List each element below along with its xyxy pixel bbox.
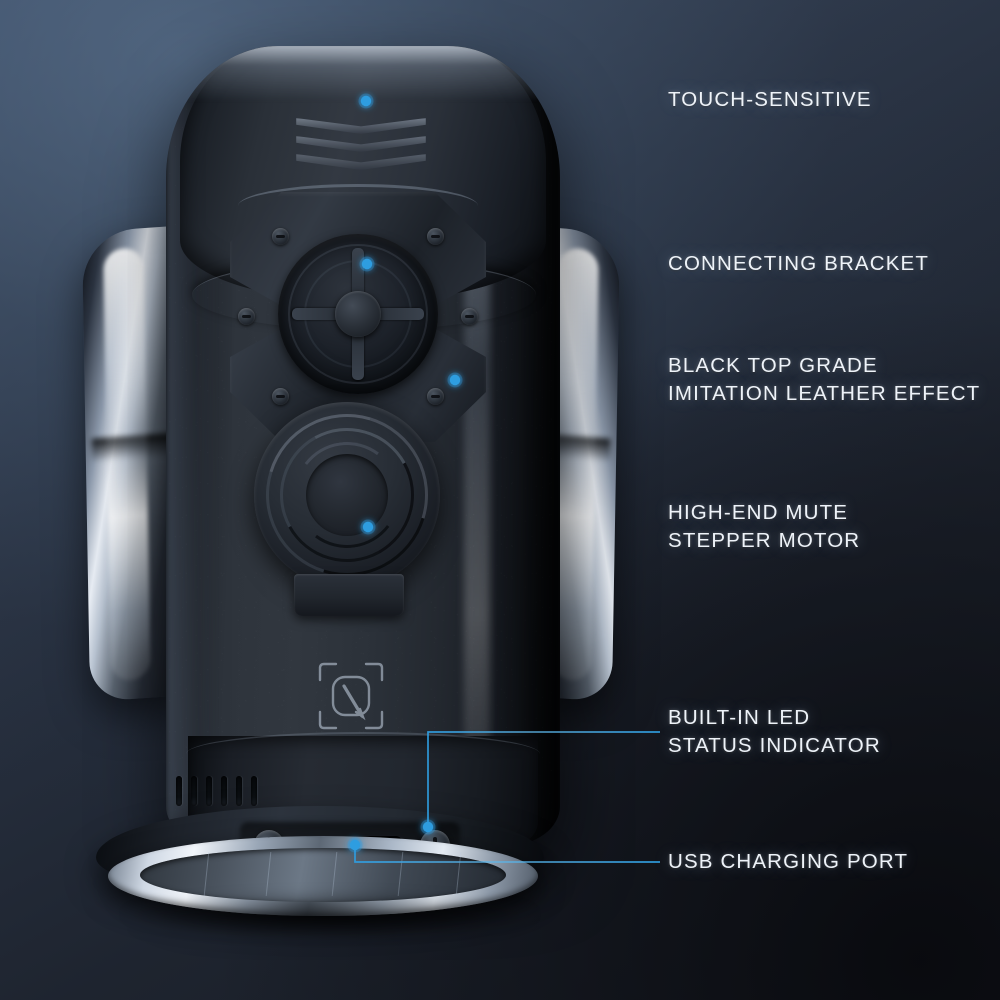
cooling-vents bbox=[176, 776, 280, 806]
nfc-logo-icon bbox=[318, 662, 384, 730]
bracket-screw-5 bbox=[238, 308, 255, 325]
device-illustration bbox=[0, 0, 700, 1000]
top-edge-highlight bbox=[188, 46, 538, 100]
fan-grille bbox=[278, 234, 438, 394]
callout-label-high-end-mute-stepper-motor: HIGH-END MUTE STEPPER MOTOR bbox=[668, 501, 861, 552]
bracket-screw-4 bbox=[427, 388, 444, 405]
callout-label-built-in-led-status-indicator: BUILT-IN LED STATUS INDICATOR bbox=[668, 706, 881, 757]
vent-slot bbox=[251, 776, 257, 806]
vent-slot bbox=[206, 776, 212, 806]
connecting-bracket-plate bbox=[230, 184, 486, 442]
bracket-top-arc bbox=[238, 184, 478, 228]
bracket-screw-6 bbox=[461, 308, 478, 325]
callout-label-usb-charging-port: USB CHARGING PORT bbox=[668, 850, 909, 873]
motor-lower-tab bbox=[294, 574, 404, 616]
vent-slot bbox=[236, 776, 242, 806]
fan-hub bbox=[335, 291, 381, 337]
bracket-screw-1 bbox=[272, 228, 289, 245]
device-body-shell bbox=[166, 46, 560, 846]
lower-band-seam bbox=[186, 732, 540, 776]
callout-label-black-top-grade-imitation-leather-effect: BLACK TOP GRADE IMITATION LEATHER EFFECT bbox=[668, 354, 981, 405]
base-contact-shadow bbox=[120, 892, 540, 936]
fan-ring-outer bbox=[288, 244, 428, 384]
callout-label-connecting-bracket: CONNECTING BRACKET bbox=[668, 252, 930, 275]
vent-slot bbox=[191, 776, 197, 806]
touch-sensor-chevrons bbox=[296, 118, 426, 180]
callout-label-touch-sensitive: TOUCH-SENSITIVE bbox=[668, 88, 872, 111]
bracket-screw-2 bbox=[427, 228, 444, 245]
stepper-motor-housing bbox=[237, 385, 457, 605]
vent-slot bbox=[221, 776, 227, 806]
bracket-screw-3 bbox=[272, 388, 289, 405]
vent-slot bbox=[176, 776, 182, 806]
